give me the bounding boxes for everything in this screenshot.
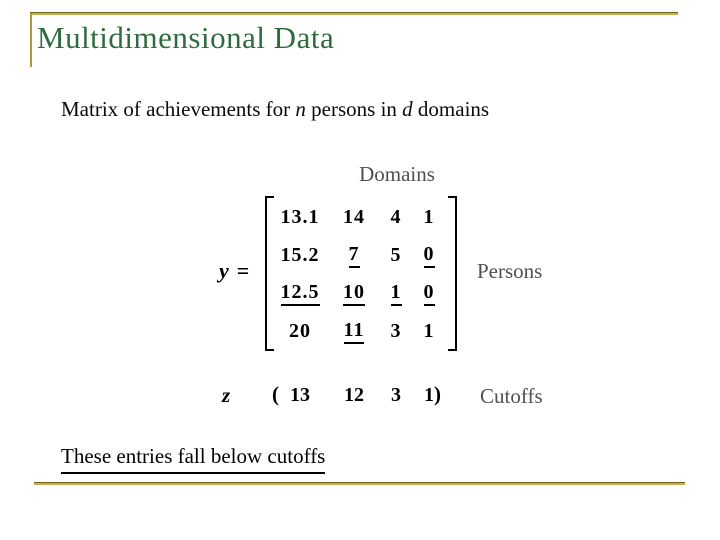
matrix-domains-label: Domains — [359, 162, 435, 186]
subtitle-text-mid: persons in — [305, 97, 403, 121]
matrix-lhs-variable: y — [219, 258, 229, 283]
matrix-cell: 14 — [343, 206, 365, 228]
matrix-persons-label: Persons — [477, 259, 543, 283]
matrix-cell: 20 — [289, 320, 311, 342]
cutoff-value: 12 — [344, 384, 364, 406]
cutoff-value: 1 — [424, 384, 434, 406]
bottom-rule — [34, 482, 685, 485]
matrix-cell: 3 — [390, 320, 402, 342]
cutoffs-vector: 13 12 3 1 — [270, 379, 444, 411]
matrix-cell: 15.2 — [280, 244, 320, 266]
matrix-right-bracket — [446, 196, 457, 351]
matrix-cell: 1 — [423, 206, 435, 228]
cutoff-value: 13 — [290, 384, 310, 406]
matrix-cell: 4 — [390, 206, 402, 228]
cutoff-value: 3 — [391, 384, 401, 406]
matrix-cell-underlined: 12.5 — [280, 282, 320, 306]
page-title: Multidimensional Data — [37, 20, 335, 55]
cutoffs-open-paren: ( — [272, 382, 279, 406]
matrix-equals-sign: = — [236, 258, 250, 283]
matrix-cell: 1 — [423, 320, 435, 342]
matrix-cell-underlined: 10 — [343, 282, 365, 306]
footer-note: These entries fall below cutoffs — [61, 444, 326, 474]
matrix-cell-underlined: 0 — [423, 282, 435, 306]
subtitle-var-n: n — [295, 97, 306, 121]
matrix-lhs: y= — [219, 258, 249, 284]
matrix-cell-underlined: 11 — [343, 320, 365, 344]
matrix-cell: 13.1 — [280, 206, 320, 228]
matrix-cell: 5 — [390, 244, 402, 266]
matrix-cell-underlined: 1 — [390, 282, 402, 306]
subtitle: Matrix of achievements for n persons in … — [61, 97, 489, 122]
matrix-left-bracket — [265, 196, 276, 351]
subtitle-text-post: domains — [412, 97, 490, 121]
top-rule — [30, 12, 678, 15]
subtitle-text-pre: Matrix of achievements for — [61, 97, 296, 121]
title-accent-bar — [30, 13, 32, 67]
matrix-cell-underlined: 7 — [348, 244, 360, 268]
cutoffs-lhs-variable: z — [222, 383, 231, 407]
cutoffs-close-paren: ) — [434, 382, 441, 406]
cutoffs-label: Cutoffs — [480, 384, 543, 408]
matrix-cell-underlined: 0 — [423, 244, 435, 268]
subtitle-var-d: d — [402, 97, 413, 121]
